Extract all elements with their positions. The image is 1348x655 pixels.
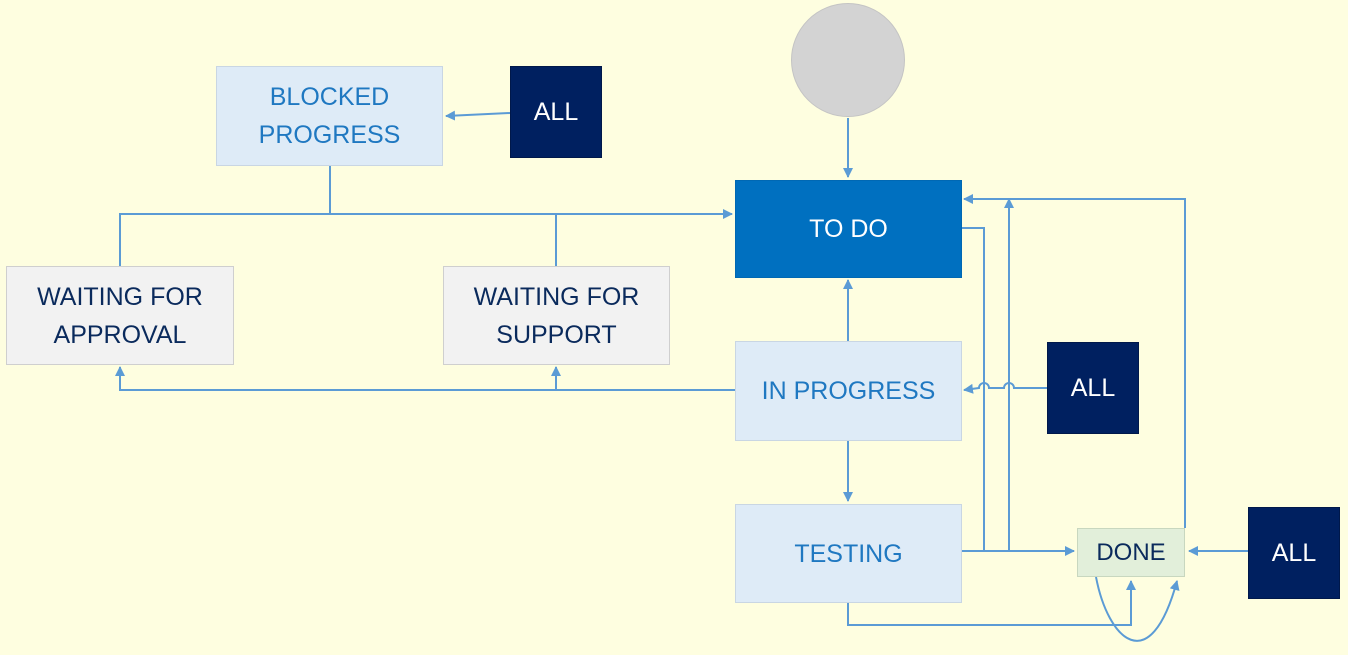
- node-testing[interactable]: TESTING: [735, 504, 962, 603]
- node-in-progress[interactable]: IN PROGRESS: [735, 341, 962, 441]
- arrow-inprogress-to-approval: [115, 366, 735, 391]
- node-all-blocked[interactable]: ALL: [510, 66, 602, 158]
- node-blocked-progress[interactable]: BLOCKED PROGRESS: [216, 66, 443, 166]
- node-waiting-for-support[interactable]: WAITING FOR SUPPORT: [443, 266, 670, 365]
- arrow-done-to-todo: [963, 194, 1186, 528]
- node-all-done[interactable]: ALL: [1248, 507, 1340, 599]
- connector-approval-to-bus: [119, 213, 330, 266]
- arrow-blocked-to-todo: [329, 166, 733, 219]
- connector-todo-to-done: [962, 227, 985, 551]
- start-circle: [791, 3, 905, 117]
- arrow-all-to-blocked: [445, 110, 511, 121]
- arrow-done-self-loop: [1095, 576, 1180, 642]
- arrow-all-to-inprogress: [963, 382, 1047, 394]
- node-all-in-progress[interactable]: ALL: [1047, 342, 1139, 434]
- node-to-do[interactable]: TO DO: [735, 180, 962, 278]
- node-waiting-for-approval[interactable]: WAITING FOR APPROVAL: [6, 266, 234, 365]
- arrow-testing-bottom-to-done: [847, 580, 1136, 626]
- node-done[interactable]: DONE: [1077, 528, 1185, 577]
